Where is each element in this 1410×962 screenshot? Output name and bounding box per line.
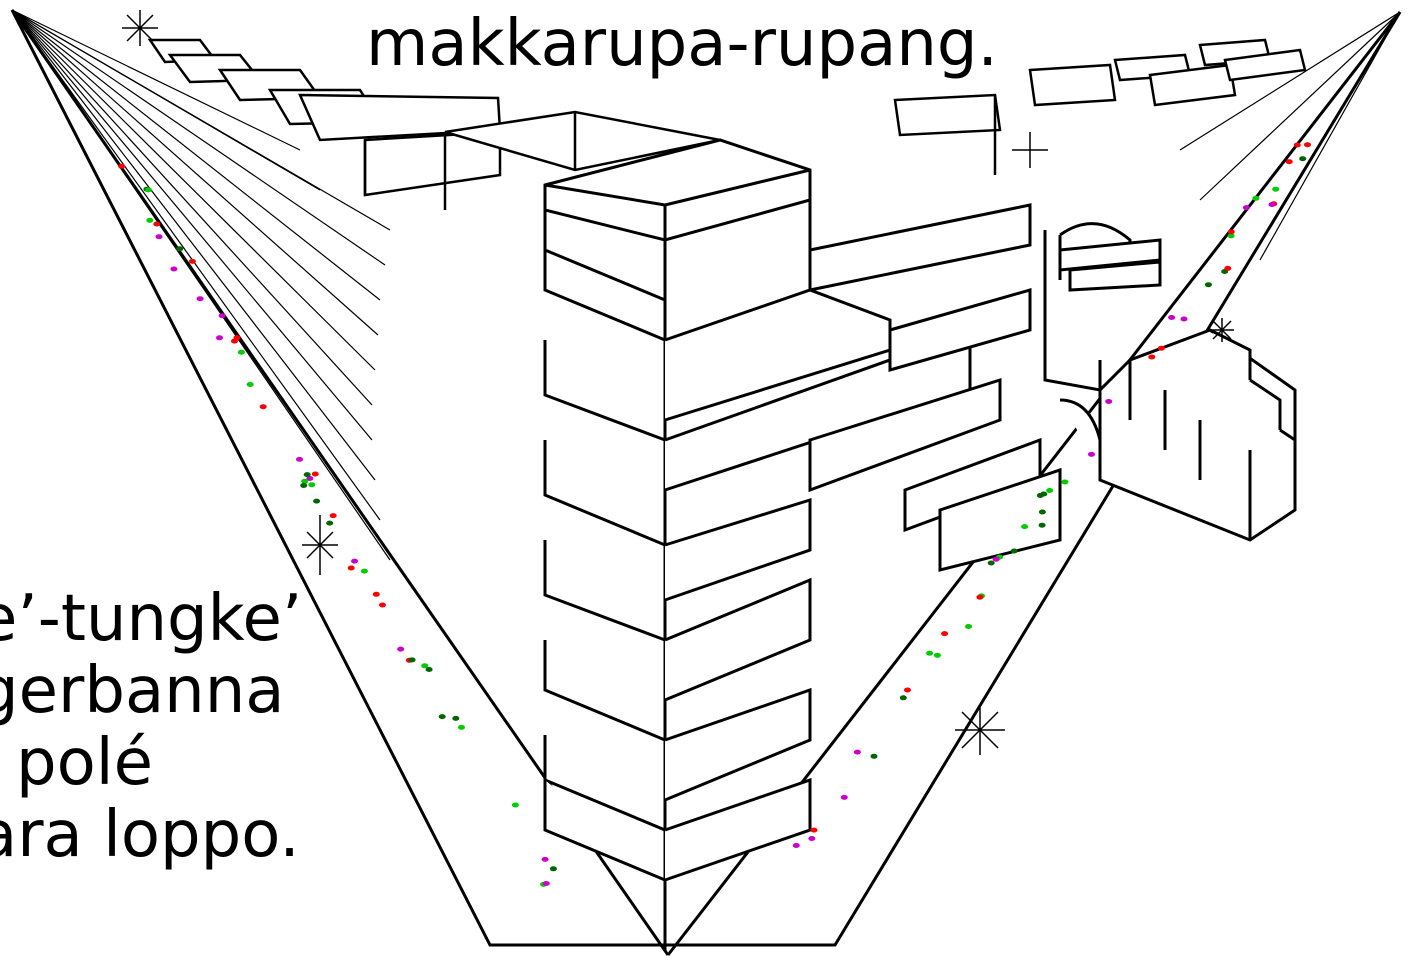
arch-and-stairs: [1043, 222, 1297, 542]
speckle: [313, 498, 321, 504]
speckle: [408, 657, 416, 663]
speckle: [1061, 479, 1069, 485]
speckle: [259, 404, 267, 410]
speckle: [397, 646, 405, 652]
speckle: [1299, 156, 1307, 162]
speckle: [1157, 345, 1165, 351]
speckle: [347, 565, 355, 571]
speckle: [1105, 399, 1113, 404]
speckle: [899, 695, 907, 701]
speckle: [1180, 316, 1188, 322]
speckle: [1242, 205, 1250, 211]
speckle: [1168, 315, 1176, 320]
left-vanishing-rays: [11, 9, 391, 561]
speckle: [329, 513, 337, 519]
speckle: [904, 687, 911, 693]
speckle: [1224, 265, 1232, 271]
speckle: [1010, 548, 1018, 554]
speckle: [808, 836, 816, 841]
speckle: [216, 335, 223, 341]
speckle: [301, 478, 309, 484]
speckle: [1304, 142, 1311, 148]
speckle: [218, 313, 226, 319]
speckle: [144, 187, 152, 193]
speckle: [300, 483, 308, 488]
speckle: [421, 663, 429, 669]
speckle: [933, 652, 941, 658]
caption-left: e’-tungke’ gerbanna polé ara loppo.: [0, 583, 302, 871]
speckle: [1227, 233, 1235, 239]
speckle: [541, 856, 549, 862]
caption-left-line-2: gerbanna: [0, 654, 285, 728]
rooftops-left-row: [147, 38, 721, 210]
speckle: [853, 749, 861, 755]
speckle: [1272, 186, 1280, 192]
speckle: [1293, 142, 1301, 148]
speckle: [326, 520, 334, 526]
speckle: [196, 296, 204, 302]
corner-tower: [543, 138, 1062, 950]
speckle: [379, 602, 386, 608]
street-speckles: [118, 142, 1311, 887]
speckle: [941, 631, 949, 637]
speckle: [306, 476, 314, 481]
speckle: [372, 591, 380, 597]
caption-left-line-1: e’-tungke’: [0, 582, 303, 656]
speckle: [170, 266, 178, 272]
speckle: [296, 456, 303, 462]
speckle: [1268, 202, 1276, 207]
speckle: [992, 556, 1000, 562]
rooftops-right-row: [893, 38, 1307, 175]
speckle: [1204, 282, 1212, 288]
speckle: [840, 794, 848, 800]
right-vanishing-rays: [1179, 11, 1401, 261]
speckle: [810, 827, 818, 833]
speckle: [246, 382, 254, 387]
speckle: [1046, 488, 1054, 493]
speckle: [1252, 195, 1260, 201]
speckle: [438, 714, 446, 720]
speckle: [1036, 493, 1044, 498]
speckle: [1021, 524, 1029, 530]
speckle: [351, 558, 359, 564]
speckle: [987, 560, 995, 566]
speckle: [118, 163, 126, 169]
speckle: [549, 866, 557, 872]
speckle: [1285, 159, 1293, 165]
speckle: [233, 335, 241, 341]
speckle: [303, 472, 311, 478]
speckle: [1088, 451, 1095, 457]
speckle: [792, 843, 800, 848]
speckle: [976, 594, 984, 600]
speckle: [188, 258, 196, 264]
speckle: [1148, 354, 1156, 360]
speckle: [153, 221, 161, 227]
speckle: [308, 482, 316, 488]
speckle: [146, 217, 154, 223]
caption-left-line-3: polé: [16, 726, 153, 800]
speckle: [425, 667, 433, 672]
speckle: [1038, 509, 1046, 515]
speckle: [311, 471, 319, 477]
speckle: [870, 753, 878, 759]
speckle: [1038, 522, 1046, 528]
speckle: [965, 624, 972, 629]
speckle: [155, 234, 163, 240]
speckle: [360, 568, 368, 574]
speckle: [458, 724, 465, 730]
speckle: [176, 246, 184, 252]
speckle: [511, 802, 519, 808]
speckle: [1227, 229, 1235, 235]
speckle: [452, 715, 460, 721]
caption-left-line-4: ara loppo.: [0, 798, 300, 872]
speckle: [542, 881, 550, 886]
speckle: [926, 650, 934, 656]
caption-top: makkarupa-rupang.: [360, 12, 1004, 76]
sparkle-marks: [122, 10, 1234, 755]
speckle: [237, 349, 245, 355]
